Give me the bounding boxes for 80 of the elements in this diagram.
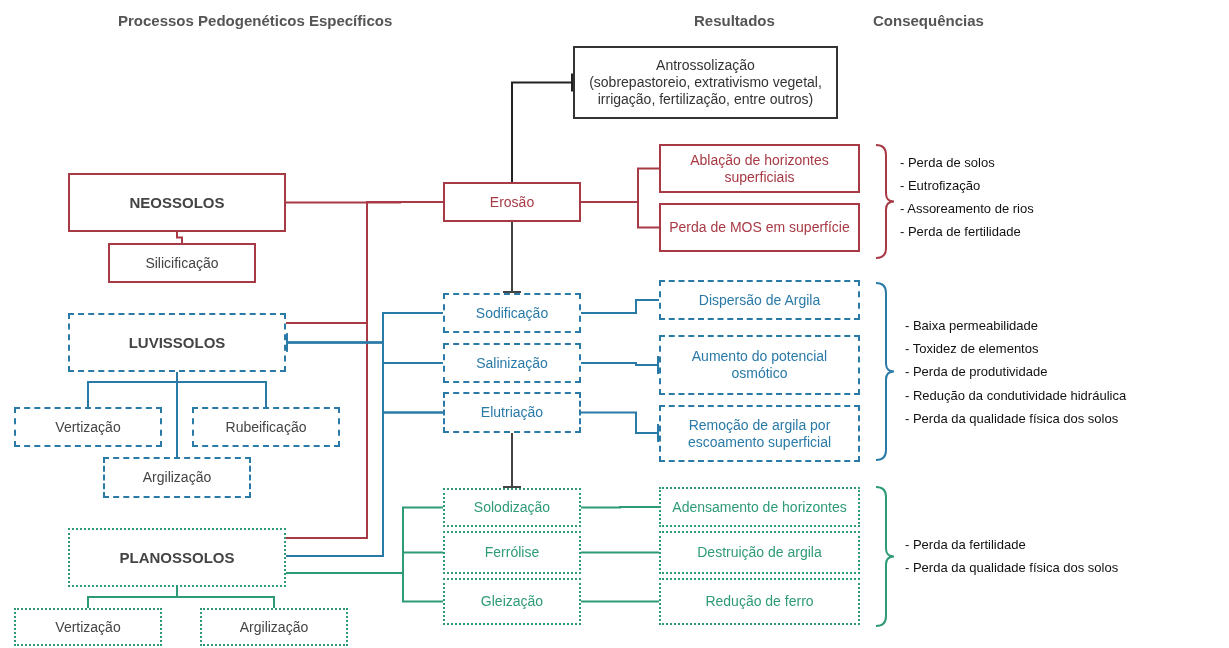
- node-label: Gleização: [480, 593, 544, 610]
- process-box: [108, 243, 256, 283]
- connector: [501, 221, 523, 294]
- connector: [580, 551, 660, 554]
- node-label: Ferrólise: [484, 544, 540, 561]
- process-box: [443, 531, 581, 574]
- process-box: [443, 293, 581, 333]
- connector: [285, 411, 444, 557]
- node-label: (sobrepastoreio, extrativismo vegetal, irrigação, fertilização, entre outros): [588, 74, 823, 108]
- connector: [580, 354, 660, 376]
- result-box: [659, 578, 860, 625]
- node-label: Remoção de argila por escoamento superficial: [686, 416, 833, 451]
- connector: [511, 72, 574, 183]
- connector: [580, 201, 660, 229]
- connector: [580, 299, 660, 314]
- process-box: [443, 578, 581, 625]
- connector: [176, 586, 275, 609]
- result-box: [659, 203, 860, 252]
- process-box: [14, 608, 162, 646]
- node-label: Aumento do potencial osmótico: [690, 348, 829, 382]
- node-label: PLANOSSOLOS: [119, 548, 235, 567]
- consequence-item: - Assoreamento de rios: [900, 200, 1034, 218]
- connector: [501, 432, 523, 489]
- node-label: Destruição de argila: [697, 544, 822, 561]
- node-label: Salinização: [476, 354, 548, 372]
- node-label: Solodização: [473, 499, 551, 516]
- column-heading: Consequências: [873, 11, 984, 31]
- process-box: [443, 488, 581, 527]
- node-label: Argilização: [142, 469, 212, 486]
- consequence-item: - Perda de solos: [900, 154, 995, 172]
- process-box: [443, 392, 581, 433]
- soil-class-box: [68, 313, 286, 372]
- result-box: [659, 487, 860, 527]
- connector: [580, 600, 660, 603]
- consequence-item: - Perda da qualidade física dos solos: [905, 559, 1119, 577]
- connector: [580, 411, 660, 444]
- node-label: NEOSSOLOS: [129, 193, 225, 212]
- process-box: [192, 407, 340, 447]
- result-box: [659, 144, 860, 193]
- process-box: [443, 182, 581, 222]
- node-label: Antrossolização: [656, 57, 755, 75]
- column-heading: Resultados: [694, 11, 775, 31]
- result-box: [659, 335, 860, 395]
- node-label: Erosão: [489, 193, 535, 211]
- consequence-item: - Redução da condutividade hidráulica: [905, 387, 1127, 405]
- soil-class-box: [68, 528, 286, 587]
- node-label: Perda de MOS em superfície: [669, 219, 850, 236]
- process-box: [200, 608, 348, 646]
- soil-class-box: [68, 173, 286, 232]
- node-label: Ablação de horizontes superficiais: [689, 151, 830, 186]
- consequence-item: - Perda de produtividade: [905, 363, 1048, 381]
- node-label: Sodificação: [475, 304, 549, 322]
- consequence-item: - Perda da qualidade física dos solos: [905, 410, 1119, 428]
- node-label: Argilização: [239, 618, 309, 636]
- connector: [580, 506, 660, 509]
- process-box: [573, 46, 838, 119]
- consequence-item: - Eutrofização: [900, 177, 981, 195]
- process-box: [14, 407, 162, 447]
- node-label: Redução de ferro: [705, 593, 814, 610]
- consequence-item: - Perda da fertilidade: [905, 536, 1026, 554]
- node-label: Vertização: [55, 418, 121, 436]
- consequence-item: - Baixa permeabilidade: [905, 317, 1038, 335]
- result-box: [659, 531, 860, 574]
- result-box: [659, 280, 860, 320]
- consequence-item: - Toxidez de elementos: [905, 340, 1039, 358]
- connector: [176, 371, 178, 458]
- result-box: [659, 405, 860, 462]
- consequence-item: - Perda de fertilidade: [900, 223, 1021, 241]
- process-box: [103, 457, 251, 498]
- process-box: [443, 343, 581, 383]
- node-label: Rubeificação: [225, 418, 307, 436]
- node-label: Dispersão de Argila: [698, 291, 821, 309]
- column-heading: Processos Pedogenéticos Específicos: [118, 11, 393, 31]
- node-label: Vertização: [55, 618, 121, 636]
- connector: [176, 231, 183, 244]
- node-label: Elutriação: [480, 404, 544, 421]
- node-label: LUVISSOLOS: [128, 333, 226, 352]
- node-label: Silicificação: [145, 254, 219, 272]
- node-label: Adensamento de horizontes: [672, 498, 847, 516]
- connector: [285, 572, 444, 603]
